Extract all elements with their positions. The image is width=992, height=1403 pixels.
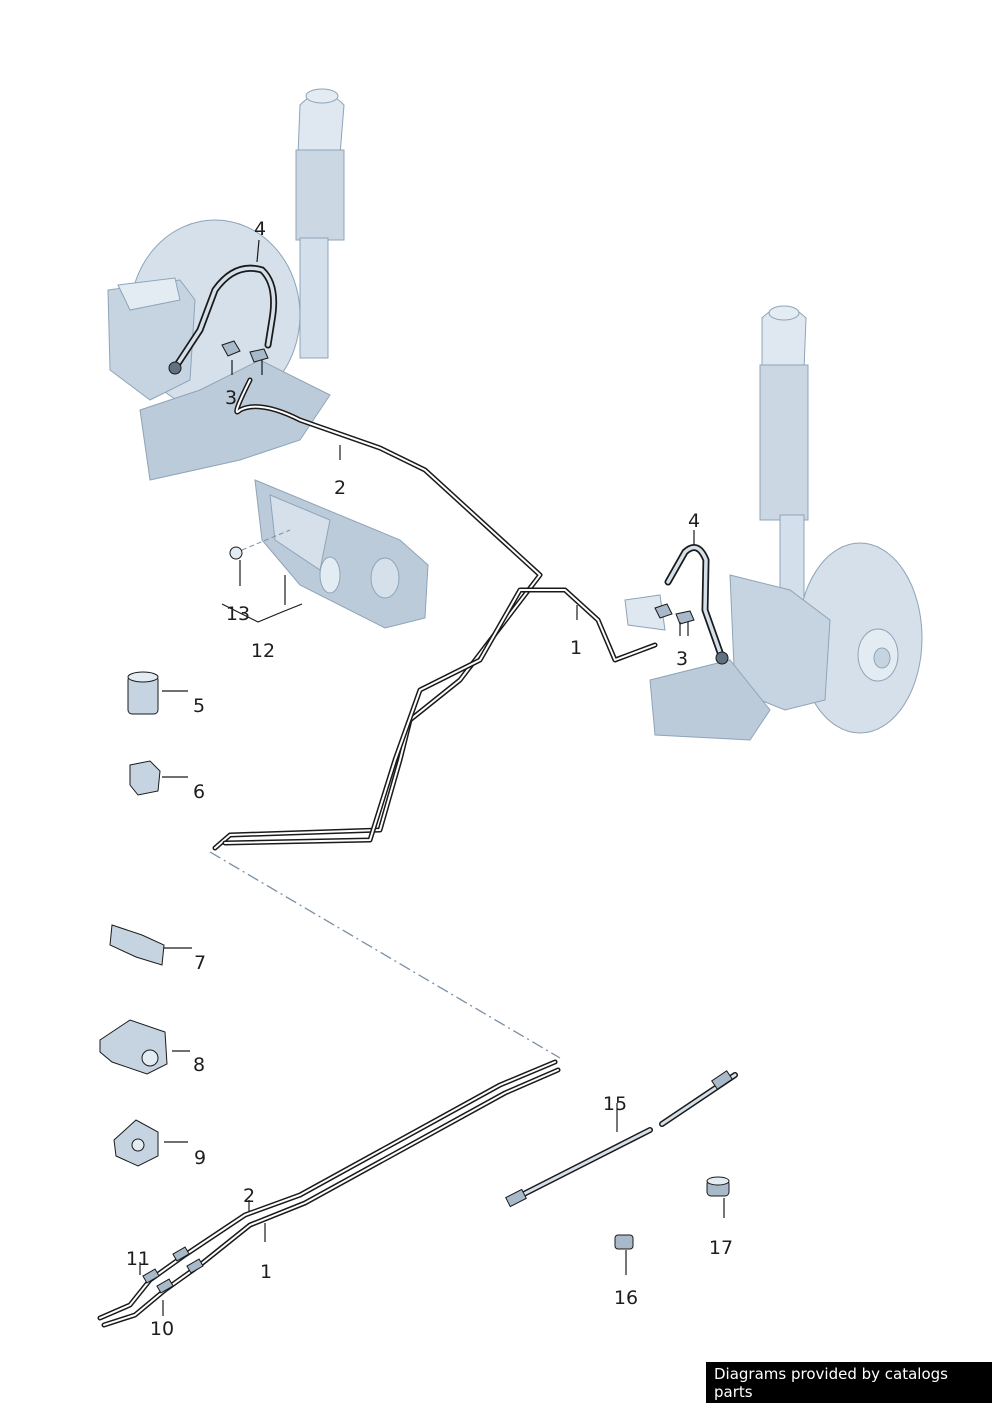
callout-4-right: 4 <box>687 510 701 532</box>
callout-16: 16 <box>613 1287 639 1309</box>
threaded-line <box>505 1070 738 1208</box>
right-brake-hose <box>664 544 729 665</box>
callout-7: 7 <box>193 952 207 974</box>
callout-12: 12 <box>250 640 276 662</box>
callout-3-left: 3 <box>224 387 238 409</box>
leader-lines <box>139 239 725 1316</box>
right-retaining-clips <box>654 603 695 625</box>
multi-line-bracket <box>99 1019 168 1075</box>
reducer-fitting <box>706 1176 730 1197</box>
left-shock-absorber <box>295 88 345 359</box>
double-line-clip <box>109 924 165 966</box>
callout-11: 11 <box>125 1248 151 1270</box>
clip-nut <box>229 529 291 560</box>
callout-1-upper: 1 <box>569 637 583 659</box>
union-fitting <box>614 1234 634 1250</box>
heat-shield <box>254 479 429 629</box>
callout-10: 10 <box>149 1318 175 1340</box>
lower-brake-lines <box>97 1059 561 1328</box>
sleeve <box>127 671 159 715</box>
left-brake-hose <box>168 264 278 375</box>
line-holder <box>113 1119 159 1167</box>
callout-15: 15 <box>602 1093 628 1115</box>
right-brake-assembly <box>624 542 923 741</box>
left-brake-assembly <box>107 219 331 481</box>
callout-4-left: 4 <box>253 218 267 240</box>
callout-8: 8 <box>192 1054 206 1076</box>
callout-6: 6 <box>192 781 206 803</box>
credit-badge: Diagrams provided by catalogs parts <box>706 1362 992 1403</box>
upper-brake-lines <box>212 377 658 851</box>
left-retaining-clips <box>221 340 269 363</box>
callout-2-lower: 2 <box>242 1185 256 1207</box>
callout-5: 5 <box>192 695 206 717</box>
callout-17: 17 <box>708 1237 734 1259</box>
callout-1-lower: 1 <box>259 1261 273 1283</box>
callout-3-right: 3 <box>675 648 689 670</box>
continuation-dash-line <box>209 851 561 1059</box>
callout-2-upper: 2 <box>333 477 347 499</box>
right-shock-absorber <box>759 305 809 606</box>
callout-9: 9 <box>193 1147 207 1169</box>
callout-13: 13 <box>225 603 251 625</box>
single-line-clip <box>129 760 161 796</box>
